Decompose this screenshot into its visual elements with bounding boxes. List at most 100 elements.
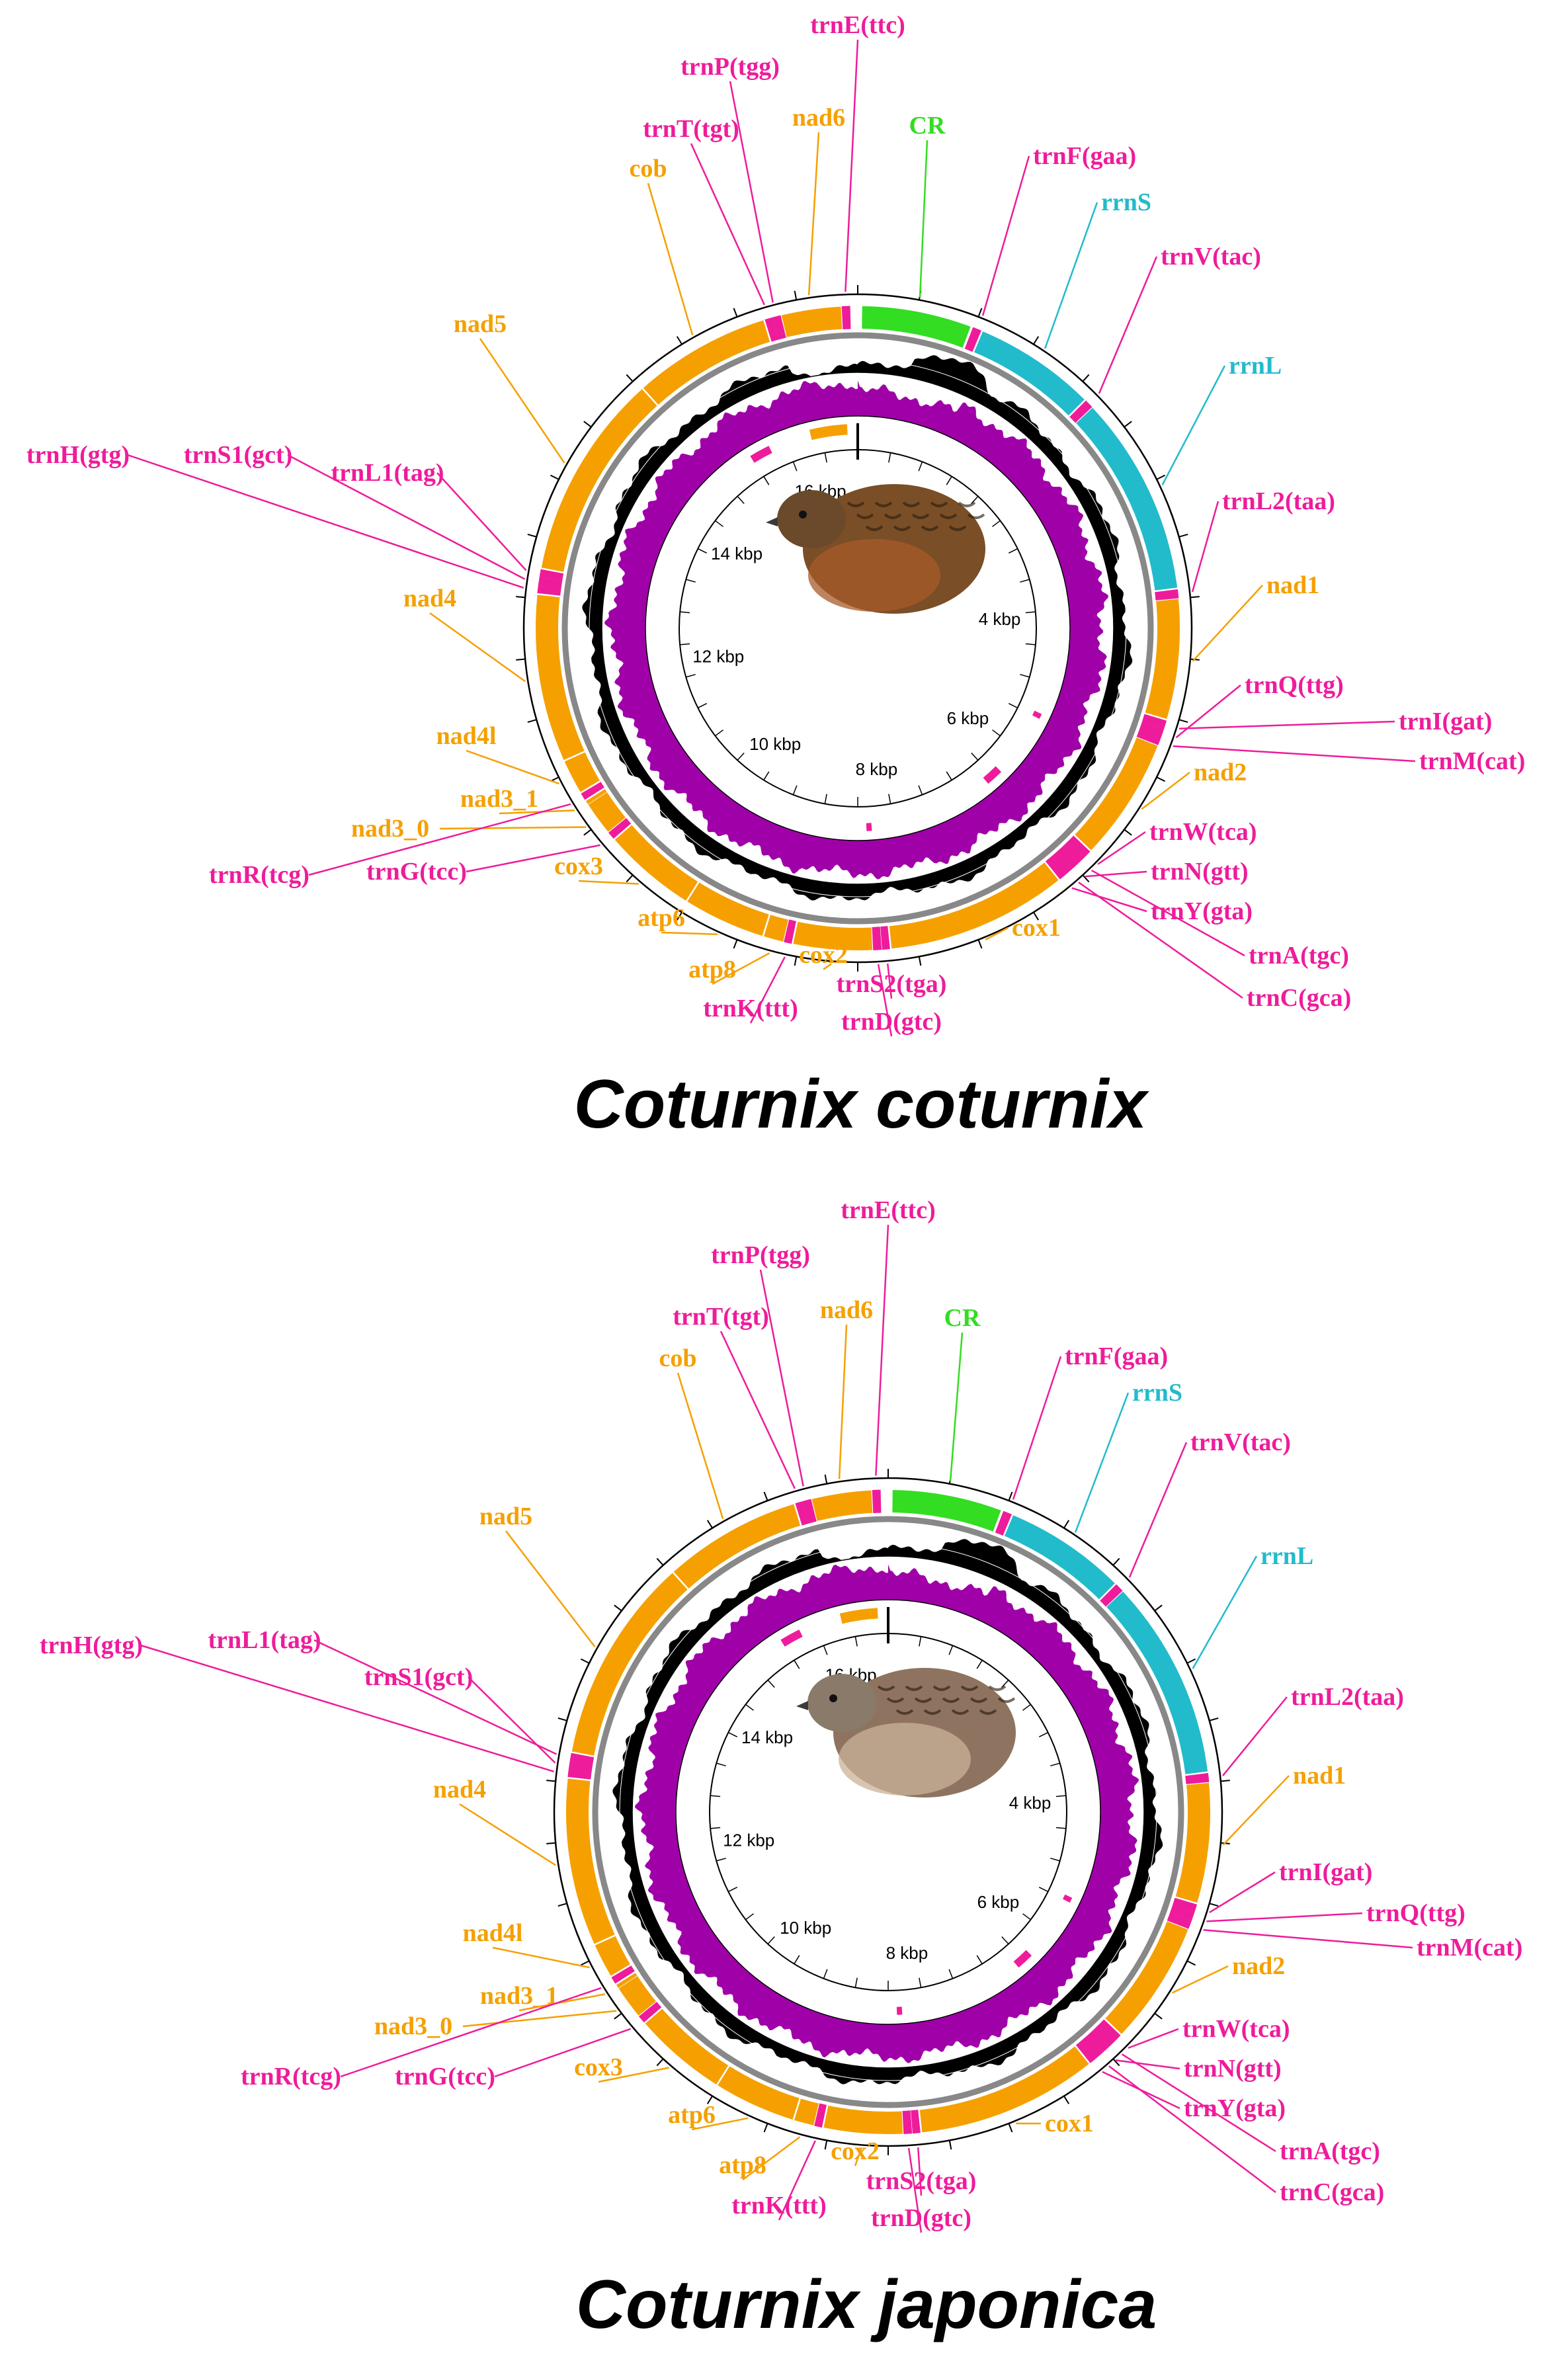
kbp-tick (680, 643, 690, 645)
quail-feather-mark (923, 1709, 942, 1715)
kbp-tick (946, 476, 952, 485)
quail-feather-mark (970, 1697, 988, 1703)
kbp-tick (1055, 1827, 1066, 1829)
block-separator (570, 1751, 596, 1758)
gene-label: nad6 (820, 1296, 873, 1324)
leader-line (1171, 1965, 1229, 1994)
outer-tick (1008, 1491, 1013, 1501)
nad6-inner-mark (809, 424, 848, 440)
gene-block-trnH(gtg) (567, 1769, 592, 1780)
gene-label: nad2 (1232, 1952, 1285, 1980)
kbp-tick (1038, 1731, 1049, 1738)
block-separator (562, 750, 587, 763)
gc-skew-baseline (589, 359, 1127, 897)
gene-block-cox1 (919, 2046, 1089, 2133)
leader-line (1192, 1555, 1258, 1669)
quail-feather-mark (914, 1697, 932, 1703)
gene-block-trnH(gtg) (537, 585, 561, 597)
quail-belly (839, 1723, 971, 1796)
gene-block-trnE(ttc) (841, 306, 851, 330)
quail-beak (766, 517, 778, 526)
backbone-ring (592, 1516, 1184, 2108)
quail-feather-mark (958, 501, 976, 507)
outer-tick (794, 290, 798, 300)
kbp-tick (737, 752, 745, 761)
block-separator (1002, 1513, 1014, 1538)
quail-feather-mark (902, 501, 921, 507)
leader-line (499, 809, 575, 815)
trna-inner-mark (780, 1630, 803, 1647)
gene-block-trnG(tcc) (638, 2001, 662, 2023)
gene-label: trnF(gaa) (1033, 142, 1136, 170)
kbp-label: 10 kbp (749, 734, 801, 754)
outer-tick (580, 1960, 590, 1966)
block-separator (1044, 860, 1061, 882)
trna-inner-mark (750, 446, 772, 463)
outer-tick (706, 1520, 714, 1529)
quail-feather-mark (960, 1685, 979, 1691)
leader-line (462, 2010, 617, 2028)
block-separator (536, 593, 561, 598)
outer-tick (580, 1658, 590, 1664)
outer-tick (546, 1842, 556, 1844)
outer-tick (824, 1474, 828, 1484)
block-separator (540, 567, 565, 574)
outer-tick (527, 534, 537, 538)
leader-line (140, 1644, 555, 1773)
gene-label: rrnL (1260, 1542, 1313, 1570)
leader-line (1071, 887, 1147, 913)
leader-line (690, 143, 765, 306)
block-separator (1174, 1895, 1199, 1905)
outer-tick (1124, 421, 1132, 428)
quail-feather-mark (942, 1697, 960, 1703)
outer-tick (948, 2140, 952, 2150)
gene-label: cox2 (831, 2137, 880, 2165)
kbp-tick (854, 1636, 858, 1647)
kbp-tick (918, 461, 923, 472)
quail-feather-mark (911, 513, 930, 519)
gene-label: nad3_1 (480, 1982, 558, 2010)
leader-line (838, 1324, 848, 1479)
kbp-tick (1050, 1762, 1060, 1766)
gene-label: trnQ(ttg) (1245, 671, 1344, 699)
block-separator (643, 2006, 663, 2025)
quail-head (777, 490, 846, 548)
gene-block-trnI(gat) (1172, 1897, 1198, 1913)
block-separator (1098, 1582, 1118, 1602)
leader-line (1209, 1871, 1276, 1913)
leader-line (479, 338, 565, 464)
kbp-label: 6 kbp (977, 1892, 1020, 1912)
gene-label: trnP(tgg) (681, 53, 780, 81)
gene-block-trnV(tac) (1099, 1583, 1123, 1607)
kbp-tick (737, 495, 745, 505)
quail-feather-mark (948, 525, 967, 531)
gene-block-trnT(tgt) (764, 317, 779, 342)
gene-block-nad4l (564, 752, 600, 792)
gene-block-cob (673, 1504, 801, 1589)
block-separator (583, 786, 606, 802)
leader-line (981, 155, 1030, 316)
leader-line (340, 1987, 602, 2078)
leader-line (1161, 365, 1226, 485)
block-separator (579, 780, 602, 794)
gene-label: atp6 (638, 904, 685, 932)
leader-line (759, 1269, 804, 1487)
gene-block-nad1 (1145, 599, 1180, 720)
trna-inner-mark (896, 2006, 903, 2015)
kbp-tick (763, 771, 770, 780)
leader-line (720, 1331, 796, 1489)
quail-feather-mark (921, 525, 939, 531)
quail-feather-mark (856, 513, 874, 519)
kbp-tick (824, 452, 827, 463)
gene-block-nad6 (811, 1490, 873, 1521)
kbp-tick (697, 548, 708, 554)
leader-line (1098, 256, 1158, 394)
gene-block-trnG(tcc) (608, 817, 632, 839)
gene-block-nad5 (541, 389, 657, 573)
gene-label: nad1 (1266, 571, 1319, 599)
kbp-tick (686, 674, 696, 678)
gene-block-cox2 (823, 2105, 903, 2135)
leader-line (647, 183, 694, 335)
kbp-tick (919, 1636, 922, 1647)
kbp-tick (794, 1660, 800, 1669)
